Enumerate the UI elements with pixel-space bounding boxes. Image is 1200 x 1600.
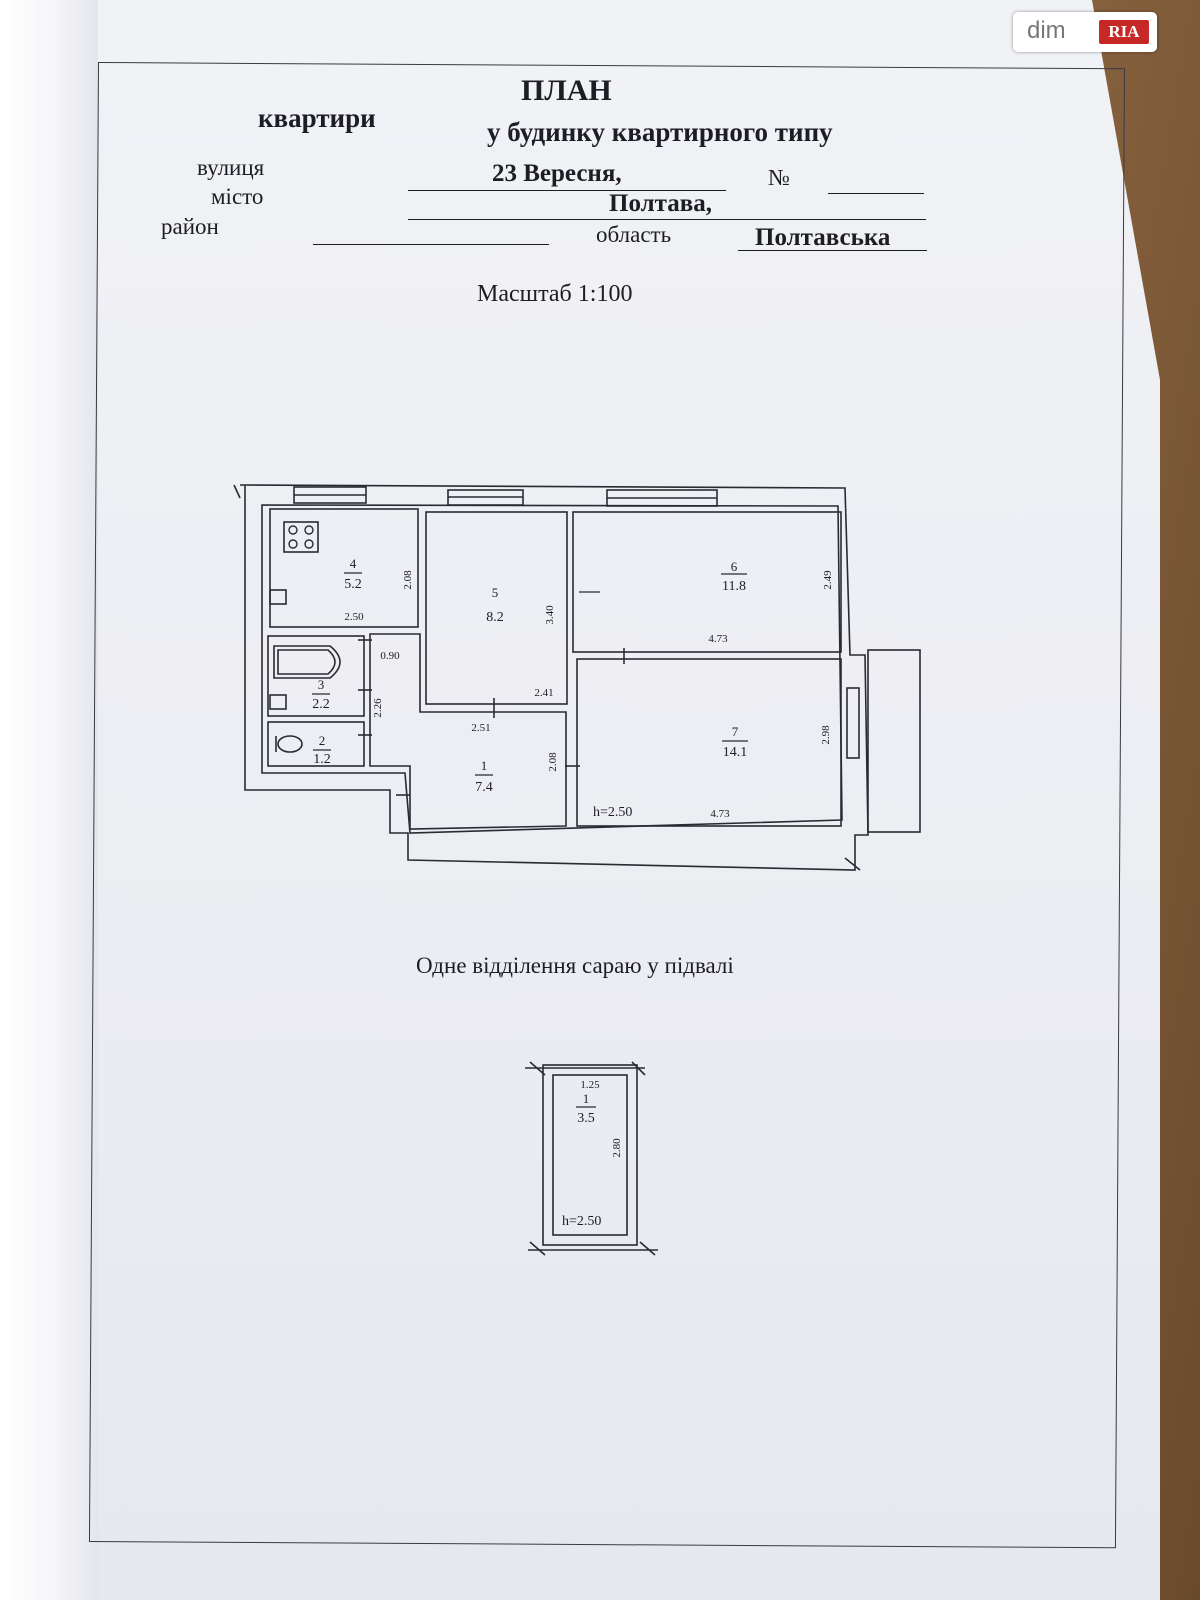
- district-underline: [313, 244, 549, 245]
- inner-outline: [261, 504, 843, 834]
- city-underline: [408, 219, 926, 220]
- district-label: район: [161, 214, 219, 239]
- room-4-outline: [269, 508, 419, 628]
- room-6-number: 6: [731, 559, 738, 574]
- apartment-floor-plan: 4 5.2 2.08 2.50 5 8.2 3.40 2.41 6 11.8 2…: [233, 484, 921, 1256]
- room-5-outline: [425, 511, 568, 705]
- room-4-number: 4: [350, 556, 357, 571]
- storage-ceiling-height: h=2.50: [562, 1214, 601, 1229]
- room-7-area: 14.1: [723, 745, 748, 760]
- room-3-dim-h: 2.26: [372, 698, 384, 718]
- street-underline: [408, 190, 726, 191]
- region-underline: [738, 250, 927, 251]
- storage-area: 3.5: [577, 1111, 595, 1126]
- room-5-dim-h: 3.40: [544, 605, 556, 625]
- room-3-area: 2.2: [312, 697, 330, 712]
- storage-number: 1: [583, 1091, 590, 1106]
- storage-dim-h: 2.80: [611, 1138, 623, 1158]
- dim-ria-watermark: dim RIA: [1013, 12, 1157, 52]
- ceiling-height-label: h=2.50: [593, 805, 632, 820]
- binder-spine: [0, 0, 98, 1600]
- balcony-door: [846, 687, 860, 759]
- region-label: область: [596, 222, 672, 247]
- street-label: вулиця: [197, 155, 265, 180]
- paper-sheet: [0, 0, 1160, 1600]
- room-2-area: 1.2: [313, 752, 331, 767]
- number-label: №: [768, 165, 790, 190]
- room-3-dim-w: 0.90: [380, 650, 400, 662]
- watermark-brand-right: RIA: [1099, 20, 1149, 44]
- room-1-area: 7.4: [475, 780, 493, 795]
- city-label: місто: [211, 184, 264, 209]
- room-7-number: 7: [732, 724, 739, 739]
- scale-label: Масштаб 1:100: [477, 281, 633, 307]
- room-1-outline: [369, 633, 567, 830]
- room-6-area: 11.8: [722, 579, 746, 594]
- storage-dim-w: 1.25: [580, 1079, 600, 1091]
- number-underline: [828, 193, 924, 194]
- toilet-symbol: [277, 735, 303, 753]
- room-4-dim-h: 2.08: [402, 570, 414, 590]
- room-2-outline: [267, 721, 365, 767]
- room-4-area: 5.2: [344, 577, 362, 592]
- balcony-outline: [867, 649, 921, 833]
- subtitle-apartment: квартири: [258, 103, 376, 133]
- room-6-dim-h: 2.49: [822, 570, 834, 590]
- stove-symbol: [283, 521, 319, 553]
- room-2-number: 2: [319, 733, 326, 748]
- storage-caption: Одне відділення сараю у підвалі: [416, 953, 734, 978]
- room-7-dim-h: 2.98: [820, 725, 832, 745]
- room-7-outline: [576, 658, 842, 827]
- room-5-number: 5: [492, 585, 499, 600]
- storage-outer-wall: [542, 1064, 638, 1246]
- document-title: ПЛАН: [521, 74, 612, 107]
- street-value: 23 Вересня,: [492, 160, 622, 187]
- room-4-dim-w: 2.50: [344, 611, 364, 623]
- room-6-outline: [572, 511, 842, 653]
- room-3-number: 3: [318, 677, 325, 692]
- city-value: Полтава,: [609, 190, 712, 217]
- storage-inner-outline: [552, 1074, 628, 1236]
- subtitle-building-type: у будинку квартирного типу: [487, 117, 833, 147]
- room-3-outline: [267, 635, 365, 717]
- room-6-dim-w: 4.73: [708, 633, 728, 645]
- bathtub-symbol: [273, 645, 341, 679]
- room-1-dim-w: 2.51: [471, 722, 490, 734]
- watermark-brand-left: dim: [1027, 17, 1066, 44]
- room-1-number: 1: [481, 758, 488, 773]
- room-1-dim-h: 2.08: [547, 752, 559, 772]
- outer-wall: [239, 484, 869, 871]
- region-value: Полтавська: [755, 224, 891, 251]
- room-5-area: 8.2: [486, 610, 504, 625]
- room-5-dim-w: 2.41: [534, 687, 553, 699]
- room-7-dim-w: 4.73: [710, 808, 730, 820]
